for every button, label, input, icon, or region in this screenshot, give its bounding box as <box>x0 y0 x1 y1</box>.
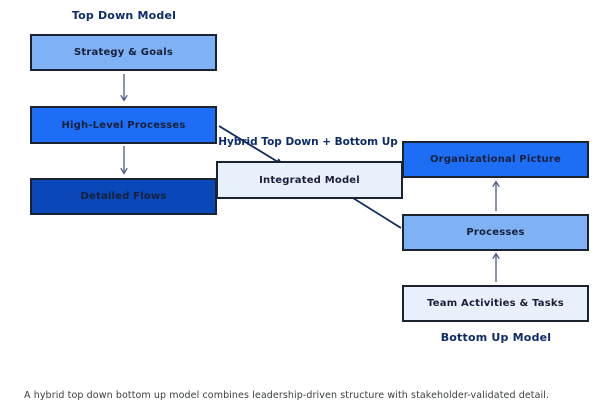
box-integrated-model: Integrated Model <box>216 161 403 199</box>
box-high-level-processes-label: High-Level Processes <box>61 119 186 131</box>
box-organizational-picture-label: Organizational Picture <box>429 154 561 165</box>
box-detailed-flows: Detailed Flows <box>30 178 217 215</box>
box-integrated-model-label: Integrated Model <box>259 174 360 186</box>
caption-text: A hybrid top down bottom up model combin… <box>24 390 550 401</box>
box-strategy-goals: Strategy & Goals <box>30 34 217 71</box>
bottom-up-model-title: Bottom Up Model <box>440 331 552 344</box>
top-down-model-title: Top Down Model <box>71 9 177 22</box>
box-organizational-picture: Organizational Picture <box>402 141 589 178</box>
box-strategy-goals-label: Strategy & Goals <box>74 47 173 58</box>
box-detailed-flows-label: Detailed Flows <box>80 191 167 202</box>
box-team-activities-tasks: Team Activities & Tasks <box>402 285 589 322</box>
box-processes: Processes <box>402 214 589 251</box>
box-processes-label: Processes <box>466 227 525 238</box>
box-high-level-processes: High-Level Processes <box>30 106 217 144</box>
hybrid-model-title: Hybrid Top Down + Bottom Up <box>218 136 398 148</box>
box-team-activities-tasks-label: Team Activities & Tasks <box>427 298 564 309</box>
